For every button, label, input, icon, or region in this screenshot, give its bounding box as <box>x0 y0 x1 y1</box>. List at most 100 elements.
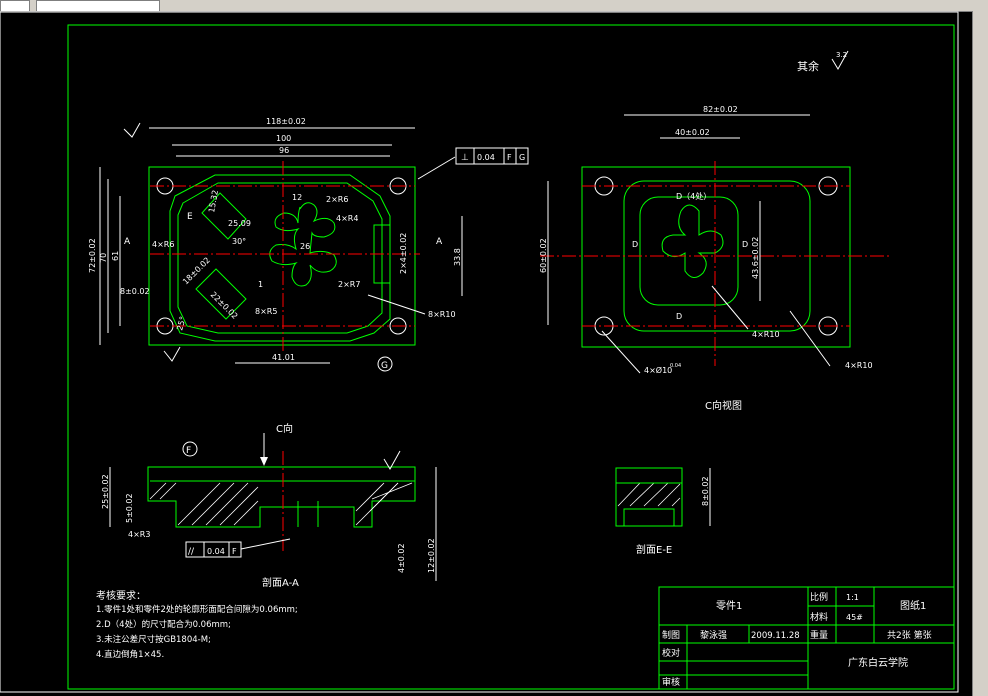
roughness-value: 3.2 <box>836 51 847 59</box>
dim-22: 22±0.02 <box>209 290 240 321</box>
c-view-arrow-label: C向 <box>276 422 293 435</box>
rest-finish-label: 其余 <box>797 59 819 73</box>
c-view-arrow-icon <box>260 457 268 466</box>
dim-70: 70 <box>99 253 108 263</box>
tol-ref-f: F <box>507 153 512 162</box>
sheet-inner-border <box>67 24 955 690</box>
dim-118: 118±0.02 <box>266 117 306 126</box>
tol-ref-g: G <box>519 153 525 162</box>
dim-4r10a: 4×R10 <box>752 330 780 339</box>
par-leader <box>240 538 291 550</box>
dim-61: 61 <box>111 251 120 261</box>
c-view-pocket <box>639 196 739 306</box>
top-view <box>148 161 420 351</box>
tb-drawn-name: 黎泳强 <box>700 629 727 641</box>
dim-2r6: 2×R6 <box>326 195 348 204</box>
cad-drawing-canvas[interactable]: 其余 3.2 118±0.02 100 96 72±0.02 70 61 8±0… <box>0 11 972 696</box>
cross-cavity <box>269 202 337 287</box>
dim-2509: 25.09 <box>228 219 251 228</box>
tb-sheets: 共2张 第张 <box>887 629 932 641</box>
tb-check-label: 校对 <box>662 647 680 659</box>
leader-4r10a <box>711 285 749 330</box>
dim-ee-8: 8±0.02 <box>701 476 710 506</box>
c-view-dimensions: 82±0.02 40±0.02 60±0.02 43.6±0.02 D（4处） … <box>539 105 873 412</box>
dim-1: 1 <box>258 280 263 289</box>
dim-12: 12 <box>292 193 302 202</box>
section-ee: 8±0.02 剖面E-E <box>615 467 711 556</box>
dim-15: 15.32 <box>207 189 220 213</box>
tb-scale-label: 比例 <box>810 591 828 603</box>
tb-weight-label: 重量 <box>810 629 828 641</box>
dim-60: 60±0.02 <box>539 238 548 273</box>
top-view-outline <box>148 166 416 346</box>
datum-g: G <box>381 361 388 371</box>
parallel-tolerance-frame <box>185 541 242 558</box>
dim-4r3: 4×R3 <box>128 530 150 539</box>
c-view-outline <box>581 166 851 348</box>
tb-drawn-date: 2009.11.28 <box>751 631 800 641</box>
dim-2x4: 2×4±0.02 <box>399 233 408 274</box>
dim-4x10-tol: 0.04 <box>670 363 681 369</box>
diamond-slot-upper <box>201 192 247 240</box>
dim-18: 18±0.02 <box>181 256 212 287</box>
section-aa-hatch <box>149 482 413 526</box>
dim-12-aa: 12±0.02 <box>427 538 436 573</box>
dim-d-bottom: D <box>676 312 682 321</box>
datum-f-circle <box>182 441 198 457</box>
section-ee-slot <box>623 508 675 527</box>
roughness-symbol-icon <box>831 50 849 70</box>
section-ee-title: 剖面E-E <box>636 543 672 556</box>
leader-4r10b <box>789 310 831 367</box>
title-block-frame <box>658 586 955 690</box>
dim-4r4: 4×R4 <box>336 214 358 223</box>
dim-338: 33.8 <box>453 248 462 266</box>
dim-72: 72±0.02 <box>88 238 97 273</box>
title-block: 零件1 比例 1:1 图纸1 材料 45# 制图 黎泳强 2009.11.28 … <box>658 586 955 690</box>
note-line-2: 2.D（4处）的尺寸配合为0.06mm; <box>96 619 231 630</box>
tol-value: 0.04 <box>477 153 495 162</box>
dim-40: 40±0.02 <box>675 128 710 137</box>
c-view <box>540 161 890 366</box>
tb-drawn-label: 制图 <box>662 629 680 641</box>
section-aa: C向 25±0.02 5±0.02 4×R3 12±0.02 4±0.02 F … <box>101 422 437 589</box>
dim-4r6: 4×R6 <box>152 240 174 249</box>
perpendicular-icon: ⊥ <box>461 153 469 163</box>
leader-8r10 <box>367 294 426 315</box>
vertical-scrollbar[interactable] <box>972 11 988 696</box>
requirements-notes: 考核要求： 1.零件1处和零件2处的轮廓形面配合间隙为0.06mm; 2.D（4… <box>96 589 298 660</box>
dim-5: 5±0.02 <box>125 493 134 523</box>
section-mark-a-right: A <box>436 237 443 247</box>
dim-43: 43.6±0.02 <box>751 237 760 279</box>
top-view-pocket-outer <box>169 174 391 342</box>
tb-scale-value: 1:1 <box>846 593 859 602</box>
dim-26: 26 <box>300 242 310 251</box>
dim-100: 100 <box>276 134 291 143</box>
dim-4x10: 4×Ø10 <box>644 365 672 375</box>
dim-30deg: 30° <box>232 237 246 246</box>
dim-8r10: 8×R10 <box>428 310 456 319</box>
par-tol-ref: F <box>232 547 237 556</box>
tb-material-value: 45# <box>846 613 863 622</box>
section-mark-a-left: A <box>124 237 131 247</box>
roughness-mark-bottom-icon <box>163 346 181 362</box>
dim-2r7: 2×R7 <box>338 280 360 289</box>
dim-4r10b: 4×R10 <box>845 361 873 370</box>
section-aa-title: 剖面A-A <box>262 576 299 589</box>
dim-8r5: 8×R5 <box>255 307 277 316</box>
dim-4: 4±0.02 <box>397 543 406 573</box>
dim-25deg: 25° <box>175 315 187 331</box>
dim-41: 41.01 <box>272 353 295 362</box>
datum-g-circle <box>377 356 393 372</box>
par-tol-value: 0.04 <box>207 547 225 556</box>
c-view-cross <box>661 204 724 278</box>
roughness-mark-top-icon <box>123 122 141 138</box>
leader-4x10 <box>601 330 641 374</box>
diamond-slot-lower <box>195 268 247 320</box>
dim-82: 82±0.02 <box>703 105 738 114</box>
tb-school: 广东白云学院 <box>848 656 908 669</box>
parallel-icon: // <box>188 547 195 557</box>
section-ee-hatch <box>617 482 681 507</box>
tb-part-name: 零件1 <box>716 600 742 612</box>
dim-d-left: D <box>632 240 638 249</box>
dim-25: 25±0.02 <box>101 474 110 509</box>
